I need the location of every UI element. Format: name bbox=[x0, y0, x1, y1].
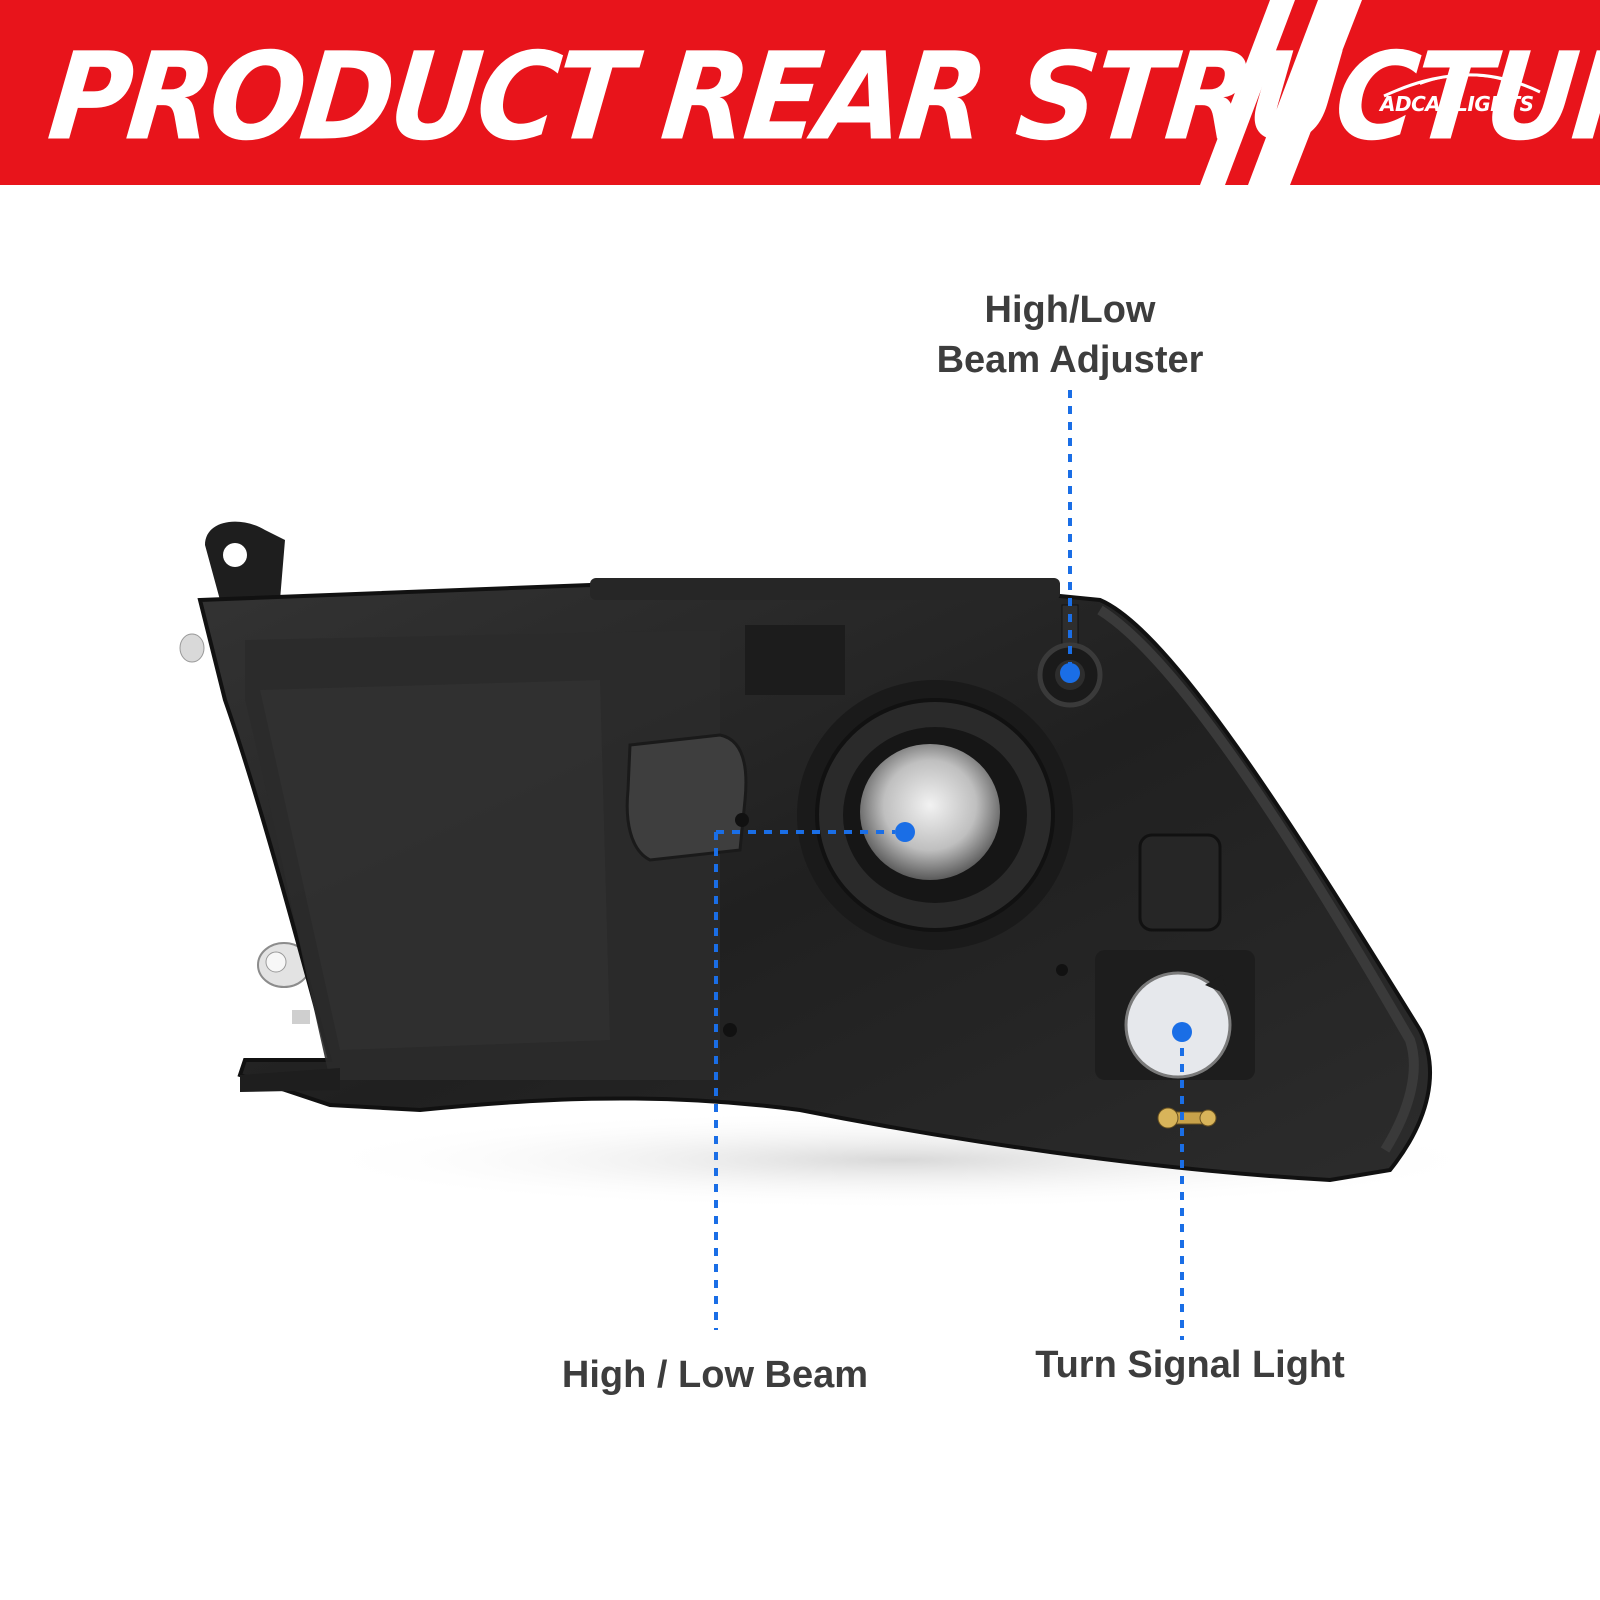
connector-block bbox=[625, 733, 748, 862]
header-banner: PRODUCT REAR STRUCTURE ADCARLIGHTS bbox=[0, 0, 1600, 185]
car-silhouette-icon bbox=[1383, 73, 1541, 98]
screw-hole bbox=[723, 1023, 737, 1037]
brand-logo: ADCARLIGHTS bbox=[1380, 70, 1590, 130]
beam-dot bbox=[895, 822, 915, 842]
callout-high-low-beam: High / Low Beam bbox=[561, 1354, 869, 1396]
callout-beam-adjuster-line1: High/Low bbox=[984, 289, 1156, 331]
side-clips bbox=[179, 633, 311, 1024]
screw-hole bbox=[1056, 964, 1068, 976]
high-low-beam-socket bbox=[797, 680, 1073, 950]
callout-turn-signal: Turn Signal Light bbox=[1035, 1344, 1345, 1386]
callout-beam-adjuster-line2: Beam Adjuster bbox=[936, 339, 1204, 381]
brand-name: ADCARLIGHTS bbox=[1380, 92, 1534, 116]
side-bracket bbox=[1138, 833, 1222, 932]
callout-beam-adjuster: High/Low Beam Adjuster bbox=[920, 285, 1220, 385]
turn-signal-dot bbox=[1172, 1022, 1192, 1042]
housing-top-rib bbox=[590, 578, 1060, 600]
header-background bbox=[0, 0, 1600, 185]
adjuster-dot bbox=[1060, 663, 1080, 683]
mounting-tab-bottom bbox=[240, 1068, 340, 1092]
screw-hole bbox=[735, 813, 749, 827]
top-block bbox=[745, 625, 845, 695]
adjuster-screw bbox=[1157, 1107, 1217, 1129]
